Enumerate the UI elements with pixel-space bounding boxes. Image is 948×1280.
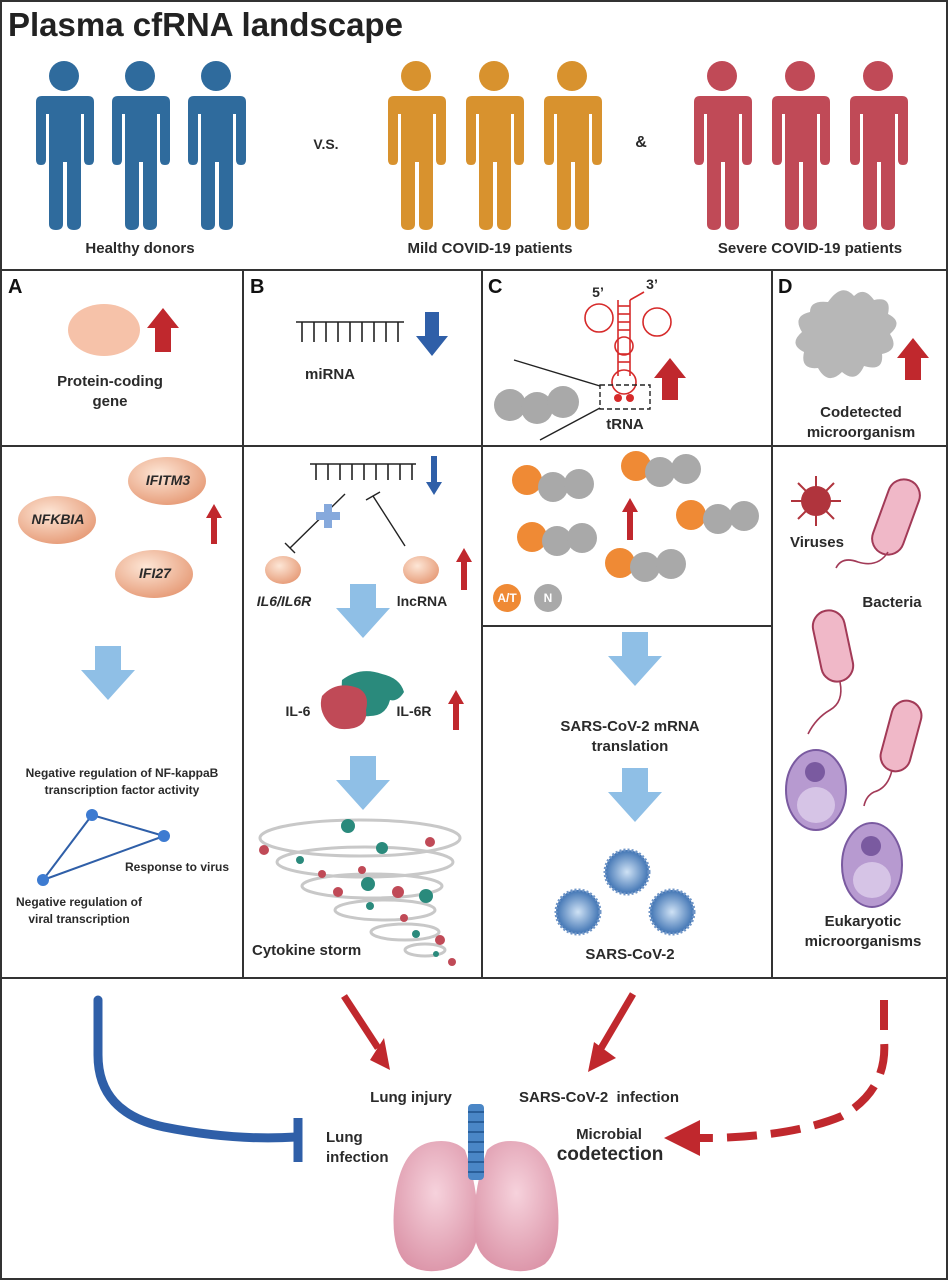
up-arrow-icon — [654, 358, 686, 400]
gene-blob-nfkbia — [18, 496, 96, 544]
codetected-microorganism-label: Codetected microorganism — [806, 404, 916, 441]
viruses-label: Viruses — [790, 534, 844, 551]
lung-injury-label: Lung injury — [370, 1089, 452, 1106]
network-edges — [42, 814, 165, 881]
arrowhead — [664, 1120, 700, 1156]
bacteria-label: Bacteria — [862, 594, 922, 611]
il6r-protein-label: IL-6R — [396, 703, 432, 719]
protein-coding-gene-shape — [68, 304, 140, 356]
and-label: & — [635, 134, 647, 151]
anticodon-dot — [626, 394, 634, 402]
up-arrow-icon — [622, 498, 638, 540]
il6-gene-blob — [265, 556, 301, 584]
network-node — [158, 830, 170, 842]
up-arrow-icon — [147, 308, 179, 352]
anticodon-dot — [614, 394, 622, 402]
zoom-line — [513, 359, 601, 387]
trna-label: tRNA — [606, 416, 644, 433]
big-down-arrow-icon — [336, 584, 390, 638]
network-node1-label: Negative regulation of NF-kappaB transcr… — [25, 766, 219, 797]
panel-letter-d: D — [778, 276, 793, 298]
healthy-donor-icons — [36, 61, 246, 230]
gene-ifitm3-label: IFITM3 — [145, 472, 191, 488]
il6-protein-label: IL-6 — [285, 703, 311, 719]
zoom-line — [539, 407, 601, 441]
down-arrow-icon — [426, 456, 442, 495]
lncrna-label: lncRNA — [396, 593, 448, 609]
nucleotide-pairs — [512, 451, 759, 582]
big-down-arrow-icon — [336, 756, 390, 810]
network-node — [86, 809, 98, 821]
mirna-strand — [296, 321, 404, 342]
red-dashed-arrow-codetection — [674, 1000, 889, 1142]
big-down-arrow-icon — [81, 646, 135, 700]
up-arrow-icon — [448, 690, 464, 730]
il6-protein-shape — [320, 685, 367, 730]
legend-n-circle — [534, 584, 562, 612]
panel-letter-b: B — [250, 276, 265, 298]
big-down-arrow-icon — [608, 768, 662, 822]
plus-icon — [316, 504, 340, 528]
lung-infection-label: Lung infection — [326, 1129, 389, 1166]
figure-title: Plasma cfRNA landscape — [8, 6, 403, 43]
codetection-label: codetection — [556, 1144, 664, 1165]
lncrna-blob — [403, 556, 439, 584]
up-arrow-icon — [456, 548, 472, 590]
gene-ifi27-label: IFI27 — [139, 565, 171, 581]
up-arrow-icon — [897, 338, 929, 380]
network-node3-label: Negative regulation of viral transcripti… — [15, 895, 143, 926]
inhibition-lines — [284, 491, 406, 554]
severe-patient-icons — [694, 61, 908, 230]
red-arrow-lung-injury — [341, 994, 381, 1050]
sars-cov-2-label: SARS-CoV-2 — [585, 946, 675, 963]
gene-blob-ifitm3 — [128, 457, 206, 505]
vs-label: V.S. — [313, 136, 339, 152]
cytokine-particles — [259, 819, 456, 966]
panel-letter-c: C — [488, 276, 503, 298]
network-node2-label: Response to virus — [124, 860, 230, 874]
group-label-severe: Severe COVID-19 patients — [717, 240, 903, 257]
mild-patient-icons — [388, 61, 602, 230]
protein-coding-gene-label: Protein-coding gene — [57, 373, 163, 410]
eukaryotic-cell-icon — [785, 749, 903, 908]
virus-icon — [791, 476, 841, 526]
lungs-icon — [393, 1104, 559, 1272]
mrna-translation-label: SARS-CoV-2 mRNA translation — [560, 718, 700, 755]
down-arrow-icon — [416, 312, 448, 356]
group-label-healthy: Healthy donors — [85, 240, 195, 257]
five-prime-label: 5’ — [592, 284, 604, 300]
legend-n-label: N — [543, 591, 553, 605]
arrowhead — [370, 1038, 390, 1070]
cytokine-storm-label: Cytokine storm — [252, 942, 362, 959]
red-arrow-sars-infection — [596, 992, 637, 1052]
anticodon-box — [599, 384, 651, 410]
gene-nfkbia-label: NFKBIA — [31, 511, 85, 527]
sars-infection-label: SARS-CoV-2 infection — [518, 1089, 679, 1106]
bacteria-icon — [807, 478, 923, 807]
eukaryotic-label: Eukaryotic microorganisms — [804, 913, 922, 950]
mirna-label: miRNA — [304, 366, 355, 383]
arrowhead — [588, 1042, 616, 1072]
panel-letter-a: A — [8, 276, 23, 298]
three-prime-label: 3’ — [646, 276, 658, 292]
cytokine-storm-tornado — [258, 818, 462, 958]
big-down-arrow-icon — [608, 632, 662, 686]
legend-at-label: A/T — [497, 591, 517, 605]
group-label-mild: Mild COVID-19 patients — [407, 240, 573, 257]
legend-at-circle — [493, 584, 521, 612]
network-node — [37, 874, 49, 886]
up-arrow-icon — [206, 504, 222, 544]
trna-structure-icon — [584, 291, 672, 395]
il6-il6r-gene-label: IL6/IL6R — [256, 593, 312, 609]
sars-cov-2-virions — [554, 848, 696, 936]
blue-inhibition-curve — [93, 995, 301, 1143]
nucleotide-bases-grey — [494, 386, 579, 424]
mirna-strand-small — [310, 463, 416, 480]
microbial-label: Microbial — [576, 1126, 642, 1143]
microorganism-shape — [795, 290, 897, 379]
gene-blob-ifi27 — [115, 550, 193, 598]
